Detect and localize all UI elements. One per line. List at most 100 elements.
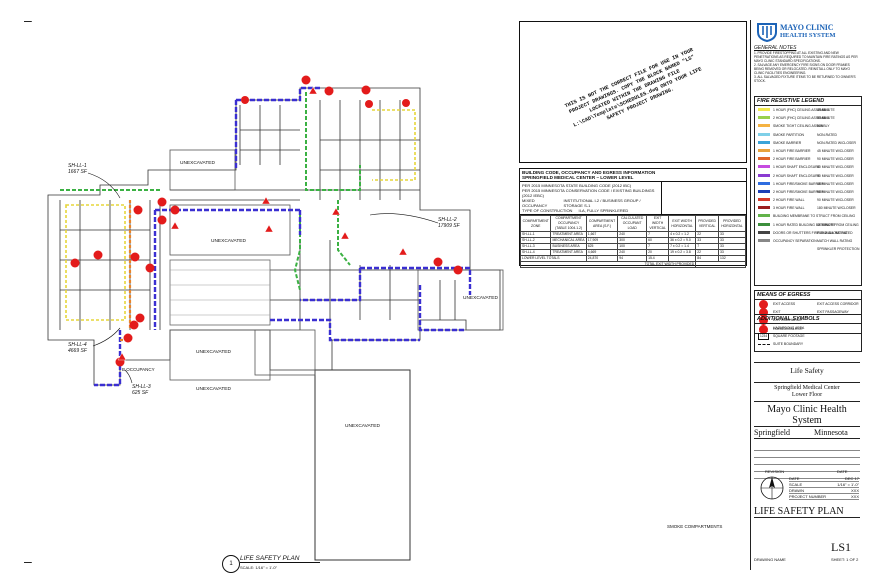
code-note: PER 2015 MINNESOTA CONSERVATION CODE / E… — [522, 188, 655, 198]
legend-swatch-icon — [758, 214, 770, 218]
top-margin-mark: – — [24, 12, 32, 28]
legend-label: DOORS OR SHUTTERS FIRE AND SMOKE RATED — [773, 230, 853, 235]
north-arrow-icon — [760, 476, 784, 500]
legend-label: 1 HOUR FIRE/SMOKE BARRIER — [773, 181, 824, 186]
symbol-row: SUITE BOUNDARY — [755, 340, 861, 348]
legend-swatch-icon — [758, 206, 770, 210]
legend-label: 1 HOUR SHAFT ENCLOSURE — [773, 165, 820, 170]
exit-icon — [759, 308, 768, 318]
sheet-count: SHEET: 1 OF 2 — [831, 557, 859, 562]
location: Springfield Minnesota — [754, 426, 860, 439]
mayo-shield-icon — [757, 23, 777, 42]
legend-swatch-icon — [758, 165, 770, 169]
egress-row: EXIT ACCESS EXIT ACCESS CORRIDOR — [755, 300, 861, 309]
legend-rating: 45 MINUTE W/CLOSER — [817, 148, 854, 153]
logo: MAYO CLINIC HEALTH SYSTEM — [754, 22, 860, 44]
legend-rating: MATCH WALL RATING SPRINKLER PROTECTION — [817, 239, 860, 251]
egress-row: EXIT DISCHARGE — [755, 316, 861, 326]
symbol-row: HAZARDOUS AREA — [755, 324, 861, 332]
general-notes: GENERAL NOTES 1. PROVIDE FIRESTOPPING AT… — [754, 45, 858, 83]
legend-row: 1 HOUR FIRE BARRIER 45 MINUTE W/CLOSER — [755, 147, 861, 155]
drawing-name-label: DRAWING NAME — [754, 557, 786, 562]
plan-title: LIFE SAFETY PLAN — [754, 506, 860, 518]
key-plan-label: SMOKE COMPARTMENTS — [667, 524, 723, 529]
legend-rating: 90 MINUTE W/CLOSER — [817, 173, 854, 178]
legend-row: BUILDING MEMBRANE TO STRUCT FROM CEILING — [755, 212, 861, 220]
legend-swatch-icon — [758, 124, 770, 128]
legend-swatch-icon — [758, 132, 770, 136]
legend-swatch-icon — [758, 198, 770, 202]
legend-rating: 90 MINUTE W/CLOSER — [817, 157, 854, 162]
legend-swatch-icon — [758, 222, 770, 226]
exit-access-icon — [759, 300, 768, 309]
suite-boundary-icon — [758, 344, 770, 346]
legend-label: 1 HOUR RATED BUILDING EXTERIOR FROM CEIL… — [773, 222, 859, 227]
legend-label: 2 HOUR FIRE BARRIER — [773, 157, 811, 162]
legend-row: 3 HOUR FIRE WALL 180 MINUTE W/CLOSER — [755, 204, 861, 212]
code-occupancy-row: MIXED OCCUPANCY INSTITUTIONAL I-2 / BUSI… — [522, 198, 641, 208]
legend-swatch-icon — [758, 181, 770, 185]
warning-note: THIS IS NOT THE CORRECT FILE FOR USE IN … — [563, 47, 703, 129]
title-block: MAYO CLINIC HEALTH SYSTEM GENERAL NOTES … — [750, 20, 863, 570]
hazard-triangle-icon — [759, 324, 768, 332]
revision-area — [754, 444, 860, 480]
symbol-row: 1234 SQUARE FOOTAGE — [758, 333, 805, 341]
code-table: BUILDING CODE, OCCUPANCY AND EGRESS INFO… — [519, 168, 747, 268]
bottom-margin-mark: – — [24, 553, 32, 569]
exit-discharge-icon — [759, 316, 768, 326]
legend-rating: 45 MINUTE W/CLOSER — [817, 181, 854, 186]
legend-label: OCCUPANCY SEPARATION — [773, 239, 817, 243]
legend-label: 1 HOUR FIRE BARRIER — [773, 148, 811, 153]
legend-swatch-icon — [758, 173, 770, 177]
sheet-title: Life Safety — [754, 362, 860, 375]
legend-rating: PER WALL RATING — [817, 230, 848, 235]
legend-swatch-icon — [758, 140, 770, 144]
legend-label: SMOKE PARTITION — [773, 132, 804, 137]
legend-rating: 180 MINUTE W/CLOSER — [817, 206, 856, 211]
legend-rating: 90 MINUTE W/CLOSER — [817, 198, 854, 203]
code-table-title: BUILDING CODE, OCCUPANCY AND EGRESS INFO… — [520, 169, 746, 182]
revision-label: REVISION — [765, 469, 785, 474]
legend-swatch-icon — [758, 148, 770, 152]
drawing-title: LIFE SAFETY PLAN — [240, 555, 320, 563]
means-of-egress: MEANS OF EGRESS EXIT ACCESS EXIT ACCESS … — [754, 290, 862, 334]
legend-rating: 45 MINUTE — [817, 108, 835, 112]
legend-rating: 90 MINUTE W/CLOSER — [817, 189, 854, 194]
legend-swatch-icon — [758, 230, 770, 234]
floor-plan — [47, 75, 504, 561]
legend-row: 2 HOUR FIRE BARRIER 90 MINUTE W/CLOSER — [755, 155, 861, 163]
area-label: UNEXCAVATED — [196, 387, 231, 392]
code-note: PER 2015 MINNESOTA STATE BUILDING CODE (… — [522, 183, 632, 188]
legend-label: 3 HOUR FIRE WALL — [773, 206, 805, 211]
drawing-number: 1 — [222, 555, 240, 573]
legend-rating: 60 MINUTE W/CLOSER — [817, 165, 854, 170]
sheet-number: LS1 — [831, 540, 852, 554]
drawing-scale: SCALE: 1/16" = 1'-0" — [240, 565, 278, 570]
legend-swatch-icon — [758, 189, 770, 193]
area-label: UNEXCAVATED — [180, 161, 215, 166]
area-label: UNEXCAVATED — [345, 424, 380, 429]
legend-label: SMOKE TIGHT CEILING ASSEMBLY — [773, 124, 830, 129]
legend-swatch-icon — [758, 157, 770, 161]
occupancy-note: B OCCUPANCY — [122, 367, 155, 372]
legend-rating: NON-RATED W/CLOSER — [817, 140, 856, 145]
legend-label: 1 HOUR (FHC) CEILING ASSEMBLY — [773, 108, 830, 112]
legend-label: 2 HOUR FIRE/SMOKE BARRIER — [773, 189, 824, 194]
legend-label: 2 HOUR SHAFT ENCLOSURE — [773, 173, 820, 178]
